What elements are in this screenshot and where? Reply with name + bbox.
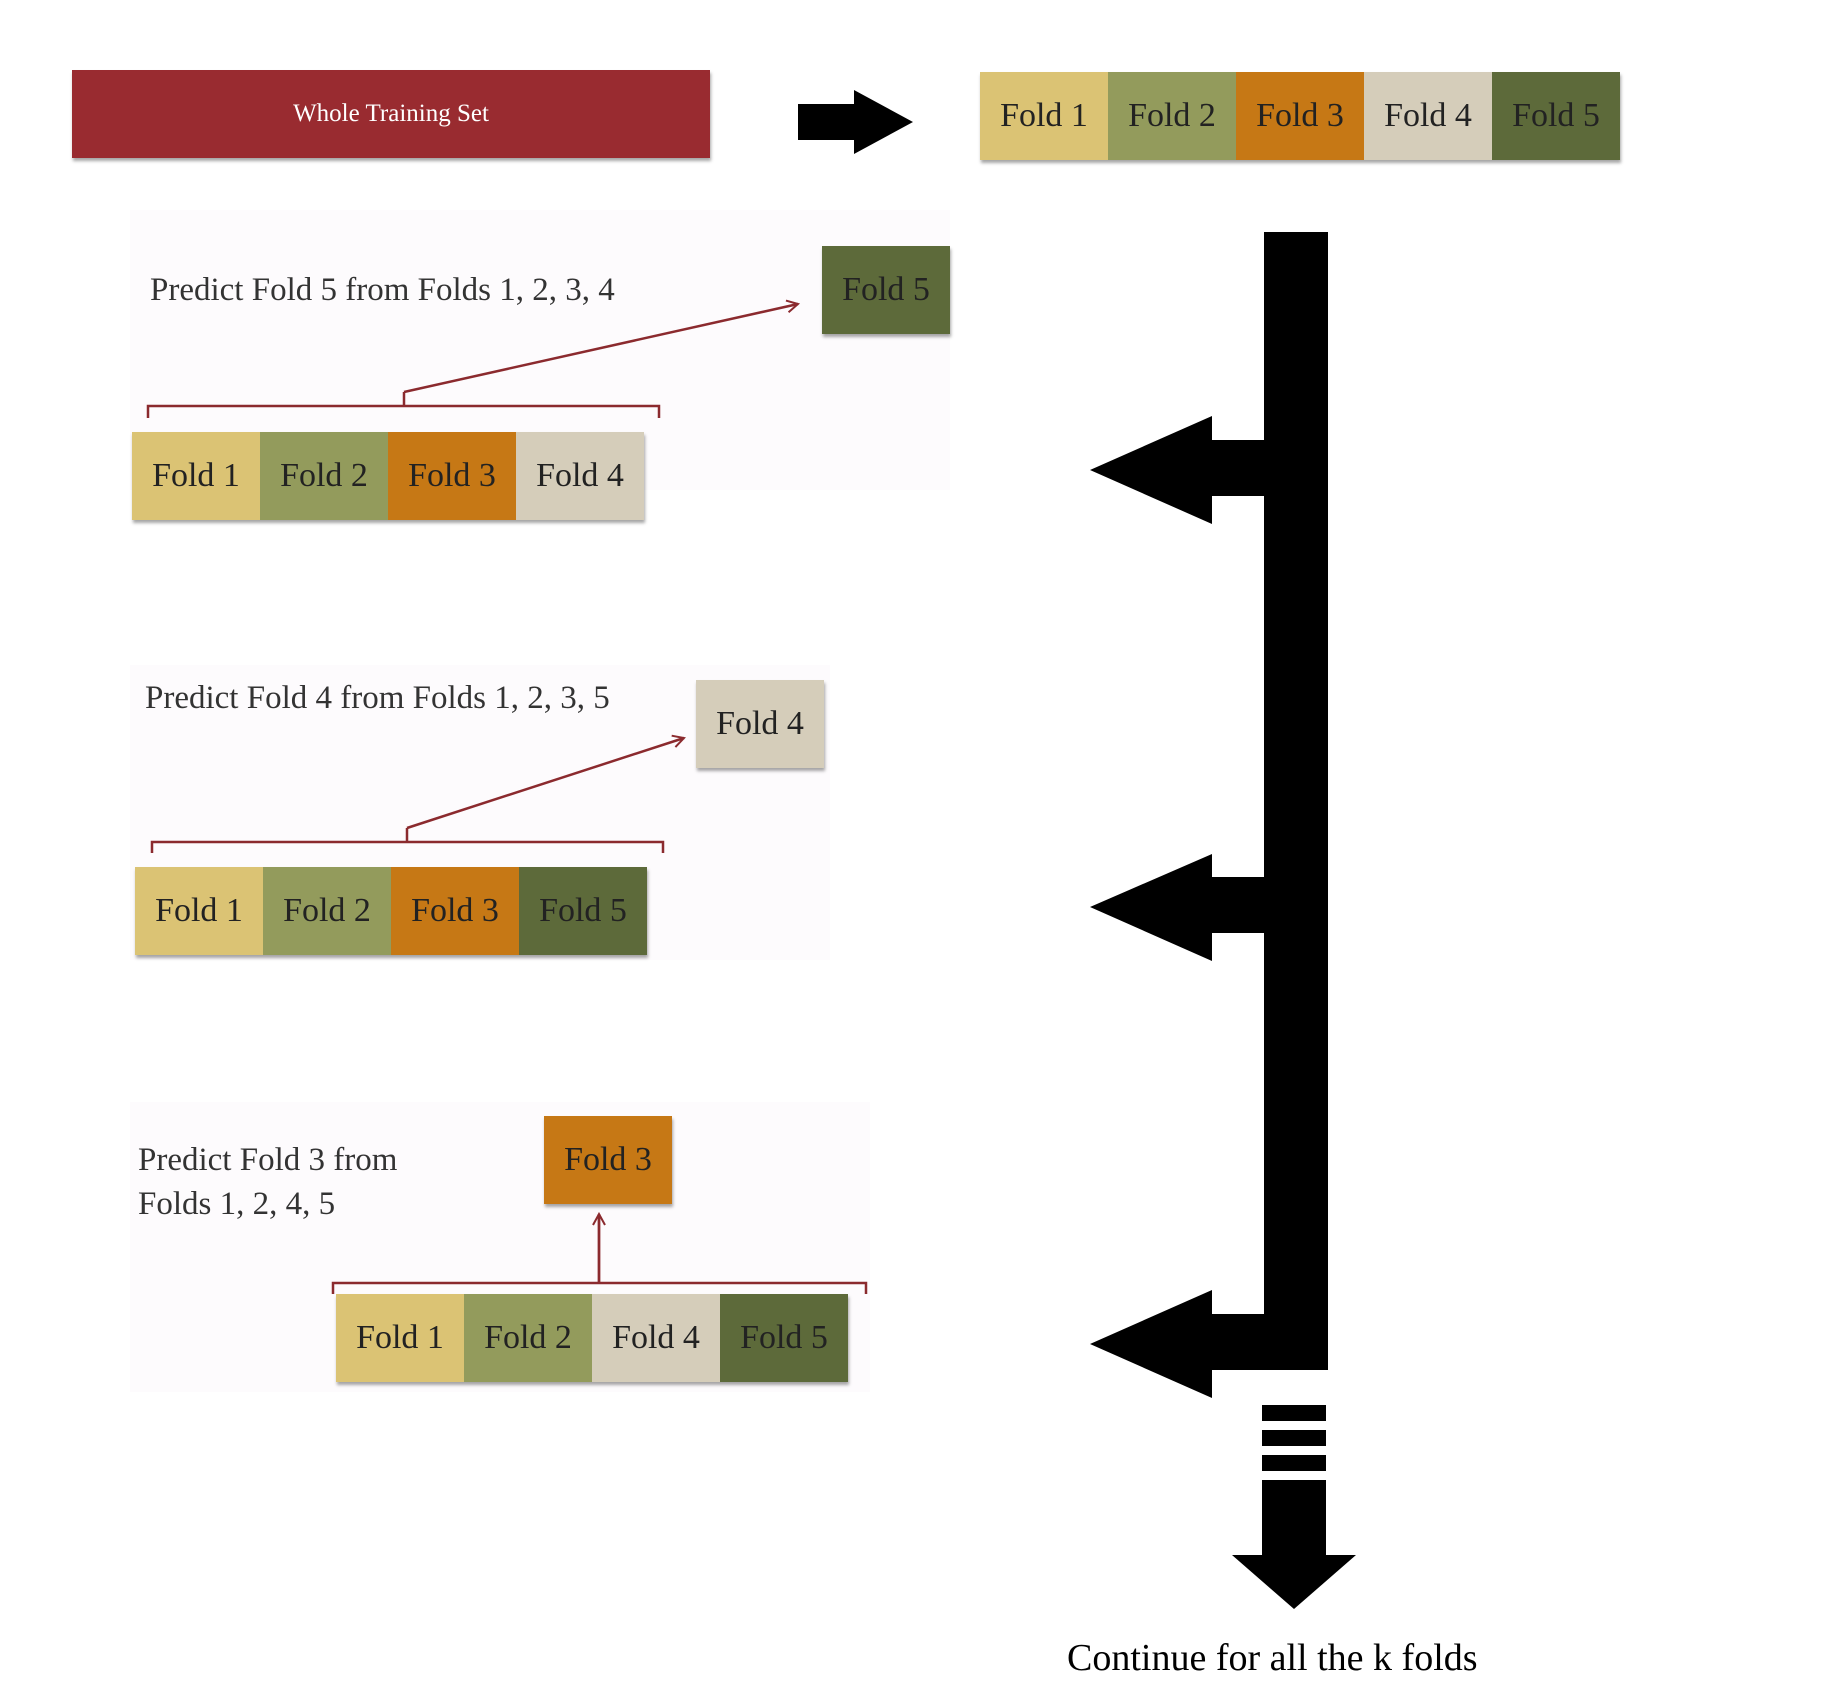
- step2-train-fold-1: Fold 1: [135, 867, 263, 955]
- top-fold-2: Fold 2: [1108, 72, 1236, 160]
- step1-train-fold-1: Fold 1: [132, 432, 260, 520]
- step2-train-row: Fold 1 Fold 2 Fold 3 Fold 5: [135, 867, 647, 955]
- split-arrow-icon: [798, 90, 913, 154]
- step1-train-fold-3: Fold 3: [388, 432, 516, 520]
- step1-target-fold: Fold 5: [822, 246, 950, 334]
- step3-caption: Predict Fold 3 from Folds 1, 2, 4, 5: [138, 1142, 398, 1222]
- continue-down-arrow-icon: [1232, 1480, 1356, 1609]
- step3-train-fold-1: Fold 1: [336, 1294, 464, 1382]
- step2-bracket: [150, 828, 665, 853]
- top-fold-3: Fold 3: [1236, 72, 1364, 160]
- branch-arrow-1-icon: [1090, 416, 1264, 524]
- flow-vertical-bar: [1264, 232, 1328, 1370]
- step1-train-row: Fold 1 Fold 2 Fold 3 Fold 4: [132, 432, 644, 520]
- step3-train-fold-5: Fold 5: [720, 1294, 848, 1382]
- step1-pointer-arrow: [403, 304, 798, 394]
- top-fold-1: Fold 1: [980, 72, 1108, 160]
- continue-caption: Continue for all the k folds: [1067, 1637, 1478, 1679]
- step2-train-fold-5: Fold 5: [519, 867, 647, 955]
- top-fold-row: Fold 1 Fold 2 Fold 3 Fold 4 Fold 5: [980, 72, 1620, 160]
- step2-caption: Predict Fold 4 from Folds 1, 2, 3, 5: [145, 680, 610, 716]
- branch-arrow-2-icon: [1090, 854, 1264, 961]
- step1-train-fold-2: Fold 2: [260, 432, 388, 520]
- whole-training-set: Whole Training Set: [72, 70, 710, 158]
- step2-train-fold-3: Fold 3: [391, 867, 519, 955]
- step2-target-fold: Fold 4: [696, 680, 824, 768]
- top-fold-5: Fold 5: [1492, 72, 1620, 160]
- step3-train-row: Fold 1 Fold 2 Fold 4 Fold 5: [336, 1294, 848, 1382]
- step1-train-fold-4: Fold 4: [516, 432, 644, 520]
- continue-dashes-icon: [1262, 1405, 1326, 1471]
- step3-train-fold-2: Fold 2: [464, 1294, 592, 1382]
- step1-bracket: [146, 392, 661, 418]
- step3-target-fold: Fold 3: [544, 1116, 672, 1204]
- step1-caption: Predict Fold 5 from Folds 1, 2, 3, 4: [150, 272, 615, 308]
- step3-train-fold-4: Fold 4: [592, 1294, 720, 1382]
- step2-pointer-arrow: [406, 738, 684, 830]
- step2-train-fold-2: Fold 2: [263, 867, 391, 955]
- top-fold-4: Fold 4: [1364, 72, 1492, 160]
